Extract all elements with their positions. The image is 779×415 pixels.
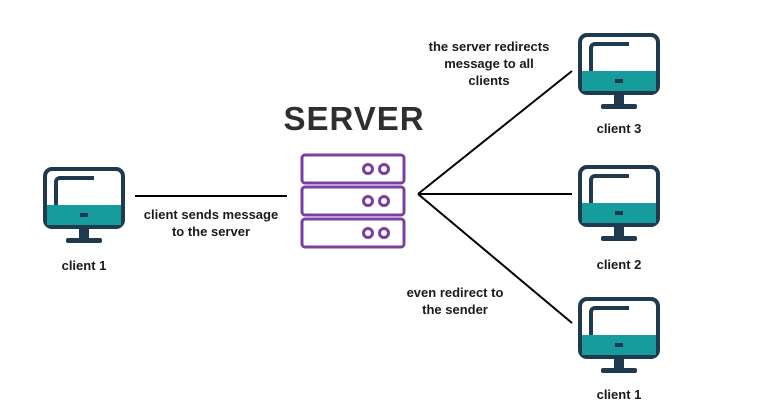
annotation-server-redirects: the server redirects message to all clie…	[414, 38, 564, 89]
client-3-monitor-icon	[578, 33, 660, 109]
annotation-redirect-sender: even redirect to the sender	[380, 284, 530, 318]
annotation-redirect-sender-line1: even redirect to	[406, 285, 504, 300]
client-1-sender-label: client 1	[596, 387, 642, 402]
annotation-server-redirects-line3: clients	[468, 73, 510, 88]
annotation-client-sends: client sends message to the server	[136, 206, 286, 240]
annotation-server-redirects-line1: the server redirects	[428, 39, 550, 54]
client-1-sender-monitor-icon	[578, 297, 660, 373]
client-left-monitor-icon	[43, 167, 125, 243]
line-server-to-client1-sender	[417, 193, 573, 324]
annotation-server-redirects-line2: message to all	[444, 56, 534, 71]
server-title: SERVER	[283, 100, 425, 137]
server-rack-icon	[300, 153, 406, 249]
annotation-redirect-sender-line2: the sender	[422, 302, 488, 317]
line-server-to-client3	[417, 70, 573, 195]
client-left-label: client 1	[61, 258, 107, 273]
annotation-client-sends-line1: client sends message	[143, 207, 279, 222]
client-2-label: client 2	[596, 257, 642, 272]
client-3-label: client 3	[596, 121, 642, 136]
client-2-monitor-icon	[578, 165, 660, 241]
annotation-client-sends-line2: to the server	[171, 224, 251, 239]
